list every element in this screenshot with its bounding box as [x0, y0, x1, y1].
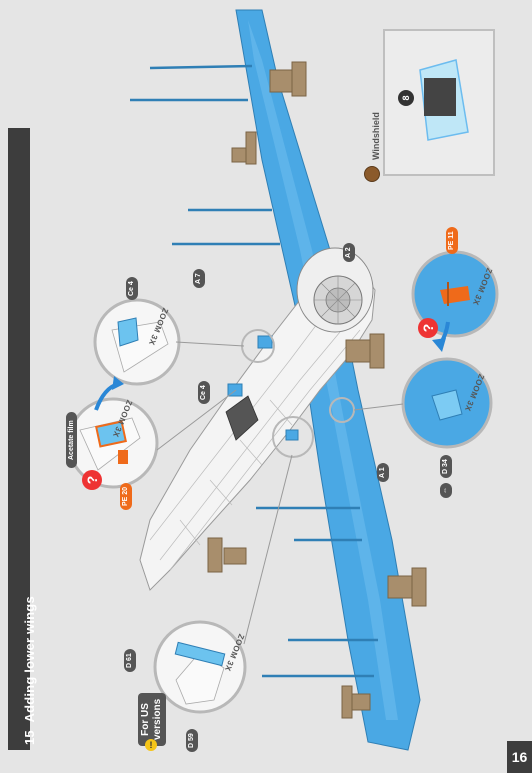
cockpit	[225, 395, 259, 441]
question-icon: ?	[82, 470, 102, 490]
part-label-pe20: PE 20	[120, 482, 132, 510]
zoom-circle-gear	[153, 620, 247, 714]
part-label-a7: A 7	[193, 269, 205, 288]
step-title-bar	[8, 128, 30, 750]
part-label-pe11: PE 11	[446, 227, 458, 254]
zoom-circle-acetate	[67, 397, 159, 489]
zoom-circle-d34	[401, 357, 493, 449]
step-title-text: Adding lower wings	[22, 596, 37, 723]
acetate-film-label: Acetate film	[66, 412, 77, 468]
step-title: 15 Adding lower wings	[19, 596, 41, 745]
zoom-circle-ce4	[93, 298, 181, 386]
page-number: 16	[507, 741, 532, 773]
part-label-d59: D 59	[186, 729, 198, 752]
step-number: 15	[22, 730, 37, 745]
part-label-a2: A 2	[343, 243, 355, 262]
part-label-d61: D 61	[124, 649, 136, 672]
zoom-circle-pe11	[411, 250, 499, 338]
warning-icon: !	[145, 739, 157, 751]
part-label-a1: A 1	[377, 463, 389, 482]
fuselage-panel-lines	[149, 299, 361, 571]
windshield-label: Windshield	[371, 112, 381, 160]
question-icon: ?	[418, 318, 438, 338]
display-stands	[207, 61, 427, 719]
windshield-part-number: 8	[398, 90, 414, 106]
transparent-parts-icon: ⇔	[440, 483, 452, 498]
wing-highlight	[248, 20, 398, 720]
part-label-ce4-mid: Ce 4	[198, 381, 210, 404]
wing-pins	[130, 64, 378, 678]
us-versions-label: For US versions	[138, 692, 166, 746]
paint-palette-icon	[364, 166, 380, 182]
part-label-ce4-top: Ce 4	[126, 277, 138, 300]
part-label-d34: D 34	[440, 455, 452, 478]
